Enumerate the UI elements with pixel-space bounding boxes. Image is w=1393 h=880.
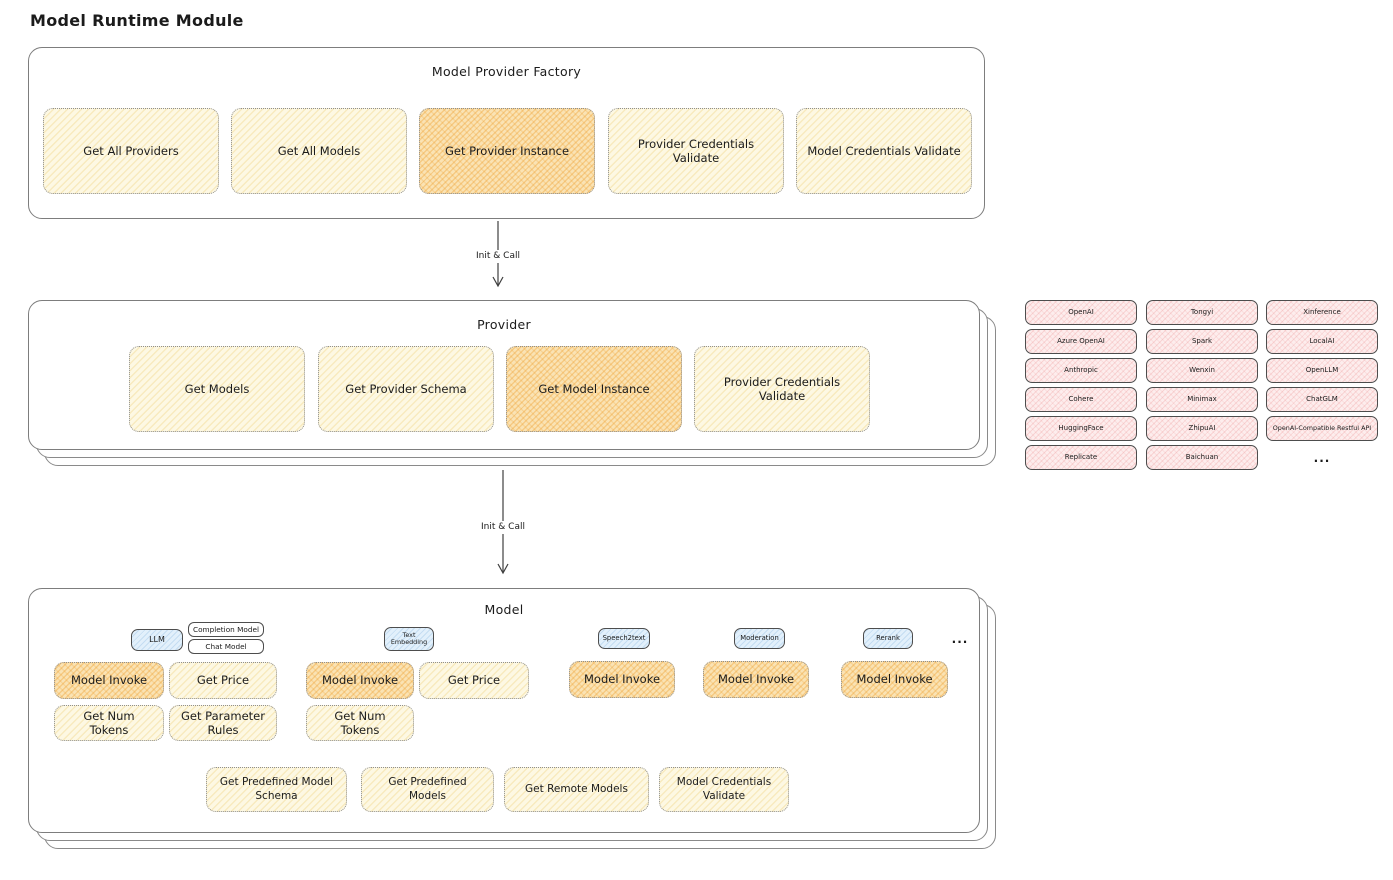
model-types-more-ellipsis: ... — [951, 631, 969, 646]
model-title: Model — [484, 602, 524, 617]
provider-box: Provider Get Models Get Provider Schema … — [28, 300, 980, 450]
providers-more-ellipsis: ... — [1313, 450, 1331, 465]
node-get-provider-schema: Get Provider Schema — [318, 346, 494, 432]
node-get-models: Get Models — [129, 346, 305, 432]
tag-moderation: Moderation — [734, 628, 785, 649]
node-get-all-providers: Get All Providers — [43, 108, 219, 194]
page-title: Model Runtime Module — [30, 11, 244, 30]
factory-title: Model Provider Factory — [431, 64, 582, 79]
node-llm-model-invoke: Model Invoke — [54, 662, 164, 699]
arrow2-label: Init & Call — [473, 521, 533, 534]
provider-chip-openai-compatible: OpenAI-Compatible Restful API — [1266, 416, 1378, 441]
node-provider-credentials-validate-2: Provider Credentials Validate — [694, 346, 870, 432]
tag-completion-model: Completion Model — [188, 622, 264, 637]
node-model-credentials-validate: Model Credentials Validate — [796, 108, 972, 194]
provider-chip-zhipuai: ZhipuAI — [1146, 416, 1258, 441]
tag-rerank: Rerank — [863, 628, 913, 649]
node-get-predefined-model-schema: Get Predefined Model Schema — [206, 767, 347, 812]
node-provider-credentials-validate: Provider Credentials Validate — [608, 108, 784, 194]
node-rerank-model-invoke: Model Invoke — [841, 661, 948, 698]
node-model-credentials-validate-2: Model Credentials Validate — [659, 767, 789, 812]
tag-speech2text: Speech2text — [598, 628, 650, 649]
provider-chip-cohere: Cohere — [1025, 387, 1137, 412]
node-get-all-models: Get All Models — [231, 108, 407, 194]
node-get-provider-instance: Get Provider Instance — [419, 108, 595, 194]
node-embedding-get-price: Get Price — [419, 662, 529, 699]
provider-chip-chatglm: ChatGLM — [1266, 387, 1378, 412]
arrow1-label: Init & Call — [468, 250, 528, 263]
tag-llm: LLM — [131, 629, 183, 651]
node-get-predefined-models: Get Predefined Models — [361, 767, 494, 812]
provider-chip-tongyi: Tongyi — [1146, 300, 1258, 325]
provider-chip-azure-openai: Azure OpenAI — [1025, 329, 1137, 354]
factory-box: Model Provider Factory Get All Providers… — [28, 47, 985, 219]
node-embedding-model-invoke: Model Invoke — [306, 662, 414, 699]
model-box: Model LLM Completion Model Chat Model Te… — [28, 588, 980, 833]
provider-chip-minimax: Minimax — [1146, 387, 1258, 412]
provider-chip-openai: OpenAI — [1025, 300, 1137, 325]
node-get-remote-models: Get Remote Models — [504, 767, 649, 812]
provider-chip-wenxin: Wenxin — [1146, 358, 1258, 383]
tag-chat-model: Chat Model — [188, 639, 264, 654]
node-moderation-model-invoke: Model Invoke — [703, 661, 809, 698]
node-get-model-instance: Get Model Instance — [506, 346, 682, 432]
node-speech2text-model-invoke: Model Invoke — [569, 661, 675, 698]
node-llm-get-price: Get Price — [169, 662, 277, 699]
provider-chip-replicate: Replicate — [1025, 445, 1137, 470]
provider-chip-xinference: Xinference — [1266, 300, 1378, 325]
provider-chip-openllm: OpenLLM — [1266, 358, 1378, 383]
tag-text-embedding: Text Embedding — [384, 627, 434, 651]
provider-chip-localai: LocalAI — [1266, 329, 1378, 354]
node-embedding-get-num-tokens: Get Num Tokens — [306, 705, 414, 741]
node-llm-get-parameter-rules: Get Parameter Rules — [169, 705, 277, 741]
provider-chip-huggingface: HuggingFace — [1025, 416, 1137, 441]
provider-title: Provider — [477, 317, 531, 332]
provider-chip-spark: Spark — [1146, 329, 1258, 354]
provider-chip-anthropic: Anthropic — [1025, 358, 1137, 383]
provider-chip-baichuan: Baichuan — [1146, 445, 1258, 470]
node-llm-get-num-tokens: Get Num Tokens — [54, 705, 164, 741]
